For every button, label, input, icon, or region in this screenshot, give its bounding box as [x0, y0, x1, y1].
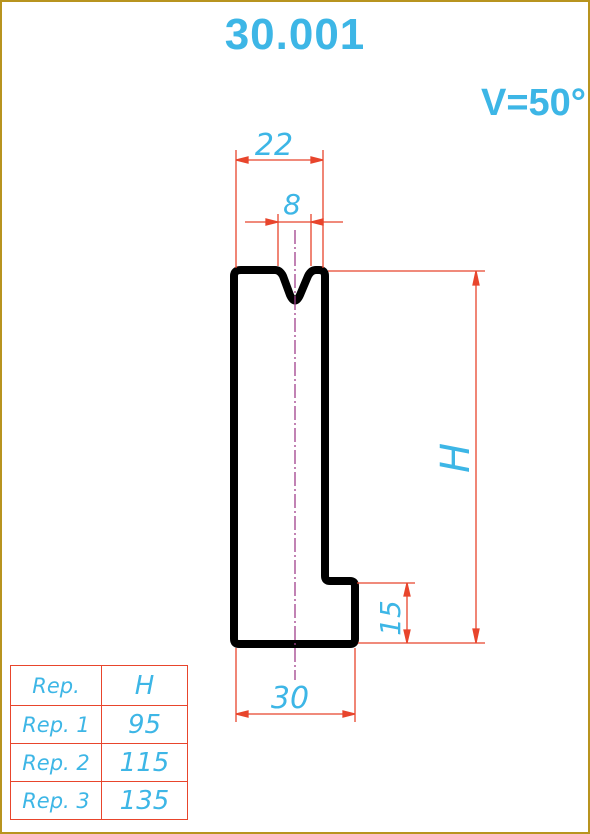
table-row: Rep. 3 135 — [10, 781, 188, 820]
drawing-title: 30.001 — [224, 10, 366, 59]
header-h: H — [101, 665, 188, 706]
cell-rep: Rep. 3 — [10, 781, 102, 820]
table-row: Rep. 1 95 — [10, 705, 188, 744]
dimension-step-height — [357, 582, 415, 644]
dimension-base-width — [235, 648, 356, 722]
cell-h: 115 — [101, 743, 188, 782]
dimension-height — [328, 270, 485, 644]
cell-h: 95 — [101, 705, 188, 744]
cell-h: 135 — [101, 781, 188, 820]
rep-table: Rep. H Rep. 1 95 Rep. 2 115 Rep. 3 135 — [10, 665, 188, 820]
dimension-step-height-label: 15 — [374, 600, 407, 636]
v-angle-label: V=50° — [480, 82, 586, 124]
dimension-top-width-label: 22 — [255, 128, 293, 163]
dimension-base-width-label: 30 — [271, 681, 309, 716]
dimension-groove-width — [245, 214, 343, 266]
dimension-top-width — [235, 150, 324, 268]
dimension-groove-width-label: 8 — [283, 188, 301, 221]
cell-rep: Rep. 2 — [10, 743, 102, 782]
dimension-height-label: H — [433, 443, 479, 473]
cell-rep: Rep. 1 — [10, 705, 102, 744]
table-row: Rep. 2 115 — [10, 743, 188, 782]
table-header-row: Rep. H — [10, 665, 188, 706]
header-rep: Rep. — [10, 665, 102, 706]
